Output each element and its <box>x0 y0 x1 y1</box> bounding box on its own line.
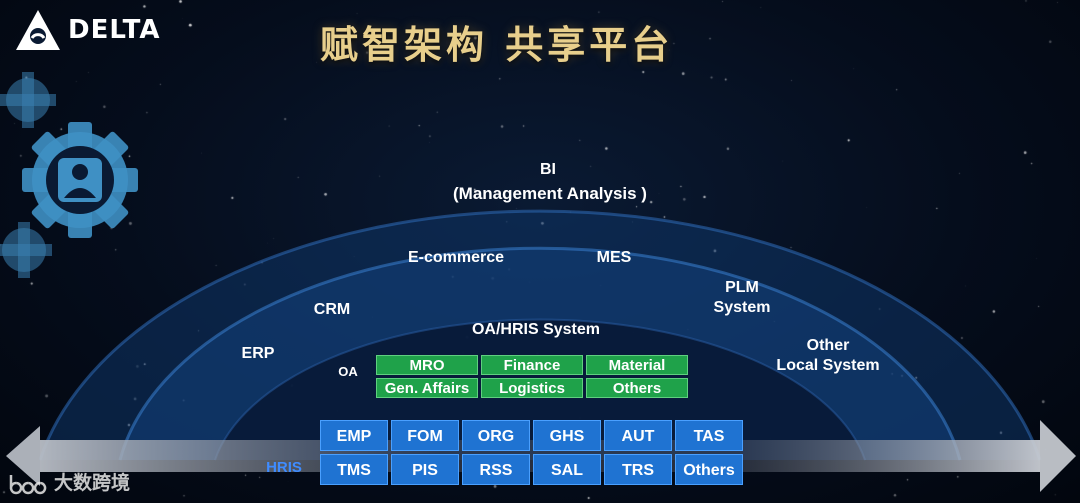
oa-module-grid: MRO Finance Material Gen. Affairs Logist… <box>376 355 688 398</box>
hris-module: TAS <box>675 420 743 451</box>
oa-module: Others <box>586 378 688 398</box>
hris-module: GHS <box>533 420 601 451</box>
bi-sublabel: (Management Analysis ) <box>453 184 647 203</box>
plm-sublabel: System <box>713 299 771 316</box>
hris-module: AUT <box>604 420 672 451</box>
oa-module: Gen. Affairs <box>376 378 478 398</box>
hris-module: TRS <box>604 454 672 485</box>
hris-label: HRIS <box>266 459 302 476</box>
delta-logo-icon <box>16 10 60 50</box>
hris-module: FOM <box>391 420 459 451</box>
gear-person-icon <box>0 72 138 278</box>
oa-module: Logistics <box>481 378 583 398</box>
hris-module: Others <box>675 454 743 485</box>
watermark-text: 大数跨境 <box>54 472 131 494</box>
hris-module: ORG <box>462 420 530 451</box>
ecommerce-label: E-commerce <box>407 249 505 266</box>
oa-hris-label: OA/HRIS System <box>471 321 601 338</box>
oa-module: Material <box>586 355 688 375</box>
oa-module: MRO <box>376 355 478 375</box>
plm-label: PLM <box>725 279 759 296</box>
watermark: 大数跨境 <box>8 468 130 495</box>
hris-module: TMS <box>320 454 388 485</box>
hris-module: EMP <box>320 420 388 451</box>
hris-module: PIS <box>391 454 459 485</box>
other-label: Other <box>806 337 850 354</box>
hris-module: SAL <box>533 454 601 485</box>
watermark-logo-icon <box>9 474 47 494</box>
hris-module-grid: EMP FOM ORG GHS AUT TAS TMS PIS RSS SAL … <box>320 420 743 485</box>
oa-module: Finance <box>481 355 583 375</box>
logo-text: DELTA <box>68 15 161 45</box>
page-title: 赋智架构 共享平台 <box>320 22 674 67</box>
erp-label: ERP <box>241 345 275 362</box>
other-sublabel: Local System <box>776 357 880 374</box>
mes-label: MES <box>596 249 632 266</box>
delta-logo: DELTA <box>14 8 160 52</box>
crm-label: CRM <box>313 301 351 318</box>
bi-label: BI <box>540 161 556 178</box>
hris-module: RSS <box>462 454 530 485</box>
oa-label: OA <box>338 364 358 379</box>
